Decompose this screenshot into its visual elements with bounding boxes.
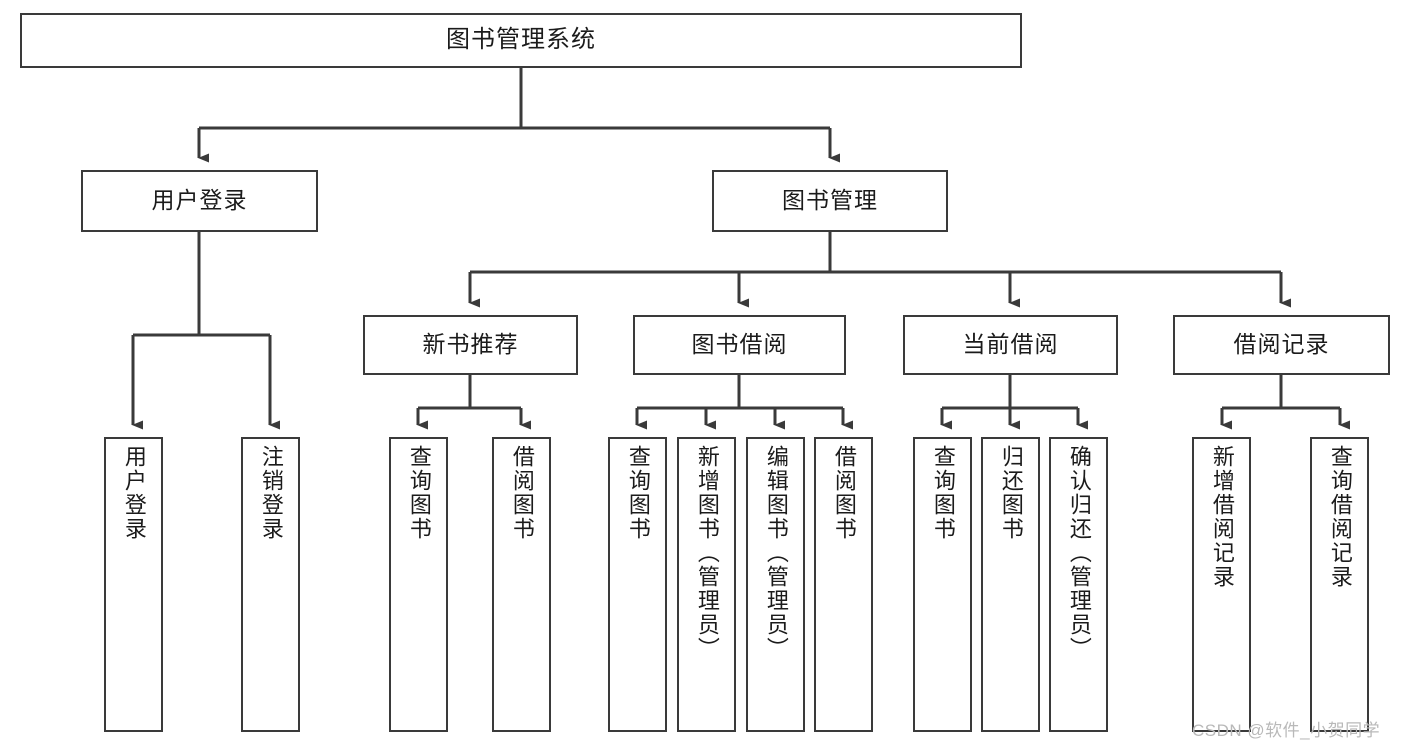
node-leaf-query-book-current[interactable]: 查询图书 bbox=[913, 437, 972, 732]
node-leaf-add-borrow-record[interactable]: 新增借阅记录 bbox=[1192, 437, 1251, 732]
node-label: 借阅图书 bbox=[509, 445, 535, 541]
node-label: 用户登录 bbox=[121, 445, 147, 541]
node-leaf-logout-login[interactable]: 注销登录 bbox=[241, 437, 300, 732]
node-leaf-query-borrow-record[interactable]: 查询借阅记录 bbox=[1310, 437, 1369, 732]
node-label: 借阅图书 bbox=[831, 445, 857, 541]
node-label: 新书推荐 bbox=[422, 331, 519, 358]
csdn-watermark: CSDN @软件_小贺同学 bbox=[1192, 721, 1381, 740]
node-book-management[interactable]: 图书管理 bbox=[712, 170, 948, 232]
node-leaf-query-book-borrow[interactable]: 查询图书 bbox=[608, 437, 667, 732]
node-user-login[interactable]: 用户登录 bbox=[81, 170, 318, 232]
node-leaf-borrow-book-recommend[interactable]: 借阅图书 bbox=[492, 437, 551, 732]
node-leaf-query-book-recommend[interactable]: 查询图书 bbox=[389, 437, 448, 732]
node-leaf-borrow-book[interactable]: 借阅图书 bbox=[814, 437, 873, 732]
node-new-book-recommend[interactable]: 新书推荐 bbox=[363, 315, 578, 375]
node-label: 查询图书 bbox=[406, 445, 432, 541]
node-label: 查询图书 bbox=[625, 445, 651, 541]
node-leaf-confirm-return[interactable]: 确认归还（管理员） bbox=[1049, 437, 1108, 732]
node-label: 图书管理 bbox=[782, 187, 878, 214]
node-label: 当前借阅 bbox=[962, 331, 1059, 358]
node-leaf-add-book[interactable]: 新增图书（管理员） bbox=[677, 437, 736, 732]
node-label: 查询借阅记录 bbox=[1327, 445, 1353, 589]
node-label: 注销登录 bbox=[258, 445, 284, 541]
node-leaf-user-login[interactable]: 用户登录 bbox=[104, 437, 163, 732]
node-root-book-management-system[interactable]: 图书管理系统 bbox=[20, 13, 1022, 68]
node-leaf-return-book[interactable]: 归还图书 bbox=[981, 437, 1040, 732]
node-label: 归还图书 bbox=[998, 445, 1024, 541]
node-label: 新增图书（管理员） bbox=[694, 445, 720, 661]
node-label: 图书借阅 bbox=[691, 331, 788, 358]
node-label: 图书管理系统 bbox=[446, 26, 596, 54]
node-label: 编辑图书（管理员） bbox=[763, 445, 789, 661]
node-label: 新增借阅记录 bbox=[1209, 445, 1235, 589]
node-book-borrow[interactable]: 图书借阅 bbox=[633, 315, 846, 375]
node-label: 查询图书 bbox=[930, 445, 956, 541]
node-leaf-edit-book[interactable]: 编辑图书（管理员） bbox=[746, 437, 805, 732]
node-label: 借阅记录 bbox=[1233, 331, 1330, 358]
node-label: 用户登录 bbox=[151, 187, 248, 214]
node-current-borrow[interactable]: 当前借阅 bbox=[903, 315, 1118, 375]
node-label: 确认归还（管理员） bbox=[1066, 445, 1092, 661]
node-borrow-record[interactable]: 借阅记录 bbox=[1173, 315, 1390, 375]
